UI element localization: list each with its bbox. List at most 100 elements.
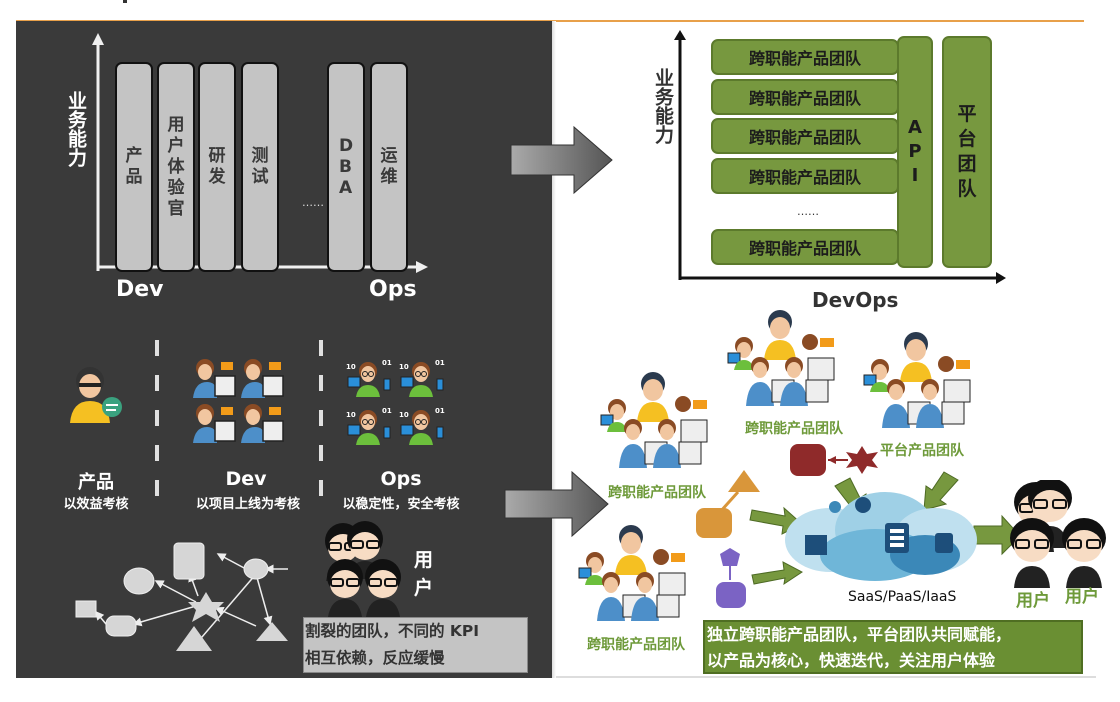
- column-product: 产品: [115, 62, 153, 272]
- devops-summary-line1: 独立跨职能产品团队，平台团队共同赋能，: [707, 625, 1012, 644]
- database-shape: [173, 542, 205, 580]
- orange-database-shape: [696, 508, 732, 538]
- cylinder-shape: [105, 615, 137, 637]
- column-char: D: [338, 135, 354, 156]
- cloud-shape: [243, 558, 269, 580]
- dev-subtitle: 以项目上线为考核: [195, 497, 300, 512]
- left-axes: [92, 33, 428, 273]
- fragmented-summary-line2: 相互依赖，反应缓慢: [305, 649, 445, 667]
- triangle-shape-2: [256, 622, 288, 641]
- team-label-4: 跨职能产品团队: [587, 637, 685, 653]
- vertical-char: 队: [957, 178, 977, 200]
- green-arrow-4: [923, 471, 959, 511]
- column-char: 验: [167, 177, 185, 198]
- divider-2: [319, 340, 323, 515]
- end-user-label-2: 用户: [1065, 587, 1099, 607]
- square-shape: [75, 600, 97, 618]
- bottom-divider: [556, 676, 1096, 678]
- cross-functional-team-5: 跨职能产品团队: [711, 229, 899, 265]
- column-ux: 用户体验官: [157, 62, 195, 272]
- column-char: 体: [167, 156, 185, 177]
- divider-1: [155, 340, 159, 515]
- top-mark: [123, 0, 127, 3]
- column-char: B: [338, 156, 352, 177]
- y-axis-arrowhead: [92, 33, 104, 45]
- vertical-char: 平: [957, 103, 977, 125]
- column-ops: 运维: [370, 62, 408, 272]
- column-char: 研: [208, 146, 226, 166]
- vertical-char: A: [908, 117, 922, 138]
- vertical-char: P: [908, 141, 922, 162]
- cross-functional-team-2: 跨职能产品团队: [711, 79, 899, 115]
- star-shape: [188, 592, 224, 622]
- svg-text:10: 10: [346, 363, 356, 371]
- column-char: 运: [380, 146, 398, 166]
- ops-subtitle: 以稳定性，安全考核: [342, 497, 460, 512]
- ops-engineers-icon: 10 01: [346, 359, 446, 446]
- triangle-shape-1: [176, 626, 212, 651]
- fragmented-summary-box: 割裂的团队，不同的 KPI 相互依赖，反应缓慢: [303, 617, 528, 673]
- columns-ellipsis: ……: [302, 196, 324, 209]
- right-axes: [674, 30, 1006, 284]
- team-label-2: 跨职能产品团队: [745, 421, 843, 437]
- cross-functional-team-4: 跨职能产品团队: [711, 158, 899, 194]
- column-char: 用: [167, 114, 185, 135]
- ops-title: Ops: [380, 468, 422, 490]
- red-database-shape: [790, 444, 826, 476]
- column-rd: 研发: [198, 62, 236, 272]
- devops-x-axis-label: DevOps: [812, 288, 899, 312]
- purple-pentagon-shape: [720, 548, 740, 566]
- column-char: 维: [380, 167, 398, 187]
- vertical-char: 团: [957, 153, 977, 175]
- team-cluster-icon-4: [578, 524, 686, 622]
- circle-shape: [123, 567, 155, 595]
- dev-title: Dev: [225, 468, 267, 490]
- column-char: 品: [125, 167, 143, 187]
- svg-text:01: 01: [382, 359, 392, 367]
- cross-functional-team-3: 跨职能产品团队: [711, 118, 899, 154]
- cross-functional-team-1: 跨职能产品团队: [711, 39, 899, 75]
- x-axis-arrowhead: [416, 261, 428, 273]
- cloud-service-label: SaaS/PaaS/IaaS: [848, 589, 957, 605]
- teams-ellipsis: ……: [797, 205, 819, 218]
- users-icon: [325, 521, 402, 618]
- column-char: A: [338, 177, 353, 198]
- transform-arrow-top: [510, 125, 613, 195]
- devops-summary-box: 独立跨职能产品团队，平台团队共同赋能， 以产品为核心，快速迭代，关注用户体验: [703, 620, 1083, 674]
- vertical-char: I: [911, 165, 919, 186]
- column-char: 试: [251, 167, 269, 187]
- x-axis-end-label: Ops: [369, 277, 417, 302]
- column-char: 户: [167, 135, 185, 156]
- y-axis-label: 业务能力: [65, 91, 87, 167]
- developers-icon: [193, 358, 284, 444]
- team-label-1: 跨职能产品团队: [608, 485, 706, 501]
- dependency-network: [75, 542, 288, 651]
- devops-y-axis-label: 业务能力: [652, 68, 674, 144]
- platform-team: 平台团队: [942, 36, 992, 268]
- team-cluster-icon-3: [863, 331, 971, 429]
- purple-database-shape: [716, 582, 746, 608]
- product-manager-icon: [70, 367, 122, 423]
- product-subtitle: 以效益考核: [63, 497, 129, 512]
- column-char: 测: [251, 146, 269, 166]
- platform-team-label: 平台产品团队: [880, 443, 964, 459]
- panel-edge: [552, 21, 556, 678]
- cloud-services-icon: [785, 492, 977, 581]
- column-char: 发: [208, 167, 226, 187]
- product-title: 产品: [78, 472, 114, 493]
- team-cluster-icon-2: [727, 309, 835, 407]
- transform-arrow-bottom: [504, 470, 609, 538]
- green-arrow-2: [751, 561, 803, 586]
- column-test: 测试: [241, 62, 279, 272]
- column-char: 产: [125, 146, 143, 166]
- x-axis-start-label: Dev: [116, 277, 164, 302]
- end-user-label-1: 用户: [1016, 591, 1050, 611]
- fragmented-summary-line1: 割裂的团队，不同的 KPI: [305, 622, 480, 640]
- orange-triangle-shape: [728, 470, 760, 492]
- users-label: 用户: [414, 549, 434, 599]
- team-cluster-icon-1: [600, 372, 708, 468]
- red-star-shape: [846, 446, 878, 474]
